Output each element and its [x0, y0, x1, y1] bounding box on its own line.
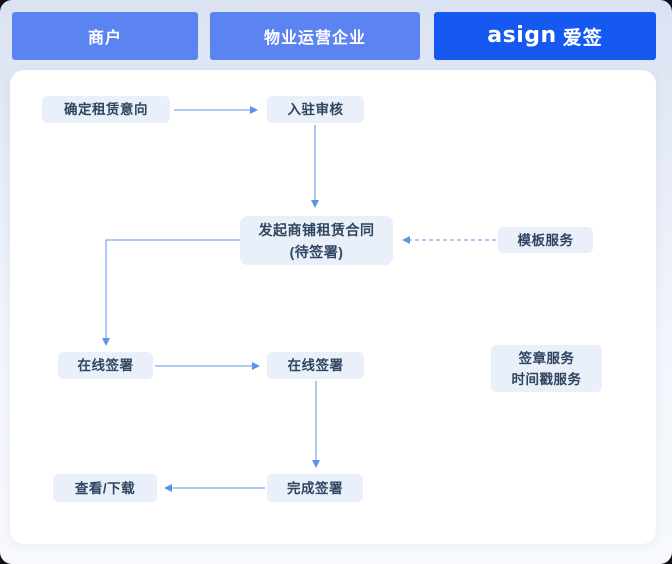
lane-merchant-label: 商户: [87, 30, 122, 47]
node-label-line1: 签章服务: [518, 350, 575, 366]
asign-brand-logo: asign 爱签: [487, 23, 602, 50]
header-lane-merchant: 商户: [12, 12, 198, 60]
flow-node-online-sign-merchant: 在线签署: [58, 352, 153, 379]
header-lane-brand: asign 爱签: [434, 12, 656, 60]
flow-node-template-service: 模板服务: [498, 227, 593, 253]
header-lane-property-operator: 物业运营企业: [210, 12, 420, 60]
node-label: 在线签署: [77, 358, 134, 373]
flow-node-determine-lease-intent: 确定租赁意向: [42, 96, 170, 123]
node-label: 查看/下载: [74, 480, 136, 496]
flow-node-online-sign-property: 在线签署: [267, 352, 364, 379]
node-label: 确定租赁意向: [64, 102, 148, 117]
node-label: 入驻审核: [287, 102, 344, 117]
node-label: 在线签署: [287, 358, 344, 373]
node-label: 完成签署: [287, 480, 343, 496]
node-label-line1: 发起商铺租赁合同: [258, 221, 375, 238]
flow-card: [10, 70, 656, 544]
node-label: 模板服务: [517, 232, 574, 248]
flow-node-view-download: 查看/下载: [53, 474, 157, 502]
lane-property-label: 物业运营企业: [263, 30, 366, 47]
flow-node-entry-review: 入驻审核: [267, 96, 364, 123]
flow-node-seal-timestamp-services: 签章服务 时间戳服务: [491, 345, 602, 392]
flow-node-initiate-lease-contract: 发起商铺租赁合同 (待签署): [240, 216, 393, 265]
brand-cjk-wordmark: 爱签: [562, 27, 603, 49]
brand-latin-wordmark: asign: [487, 22, 557, 48]
node-label-line2: 时间戳服务: [511, 371, 582, 387]
flow-node-complete-signing: 完成签署: [267, 474, 363, 502]
node-label-line2: (待签署): [289, 243, 344, 260]
